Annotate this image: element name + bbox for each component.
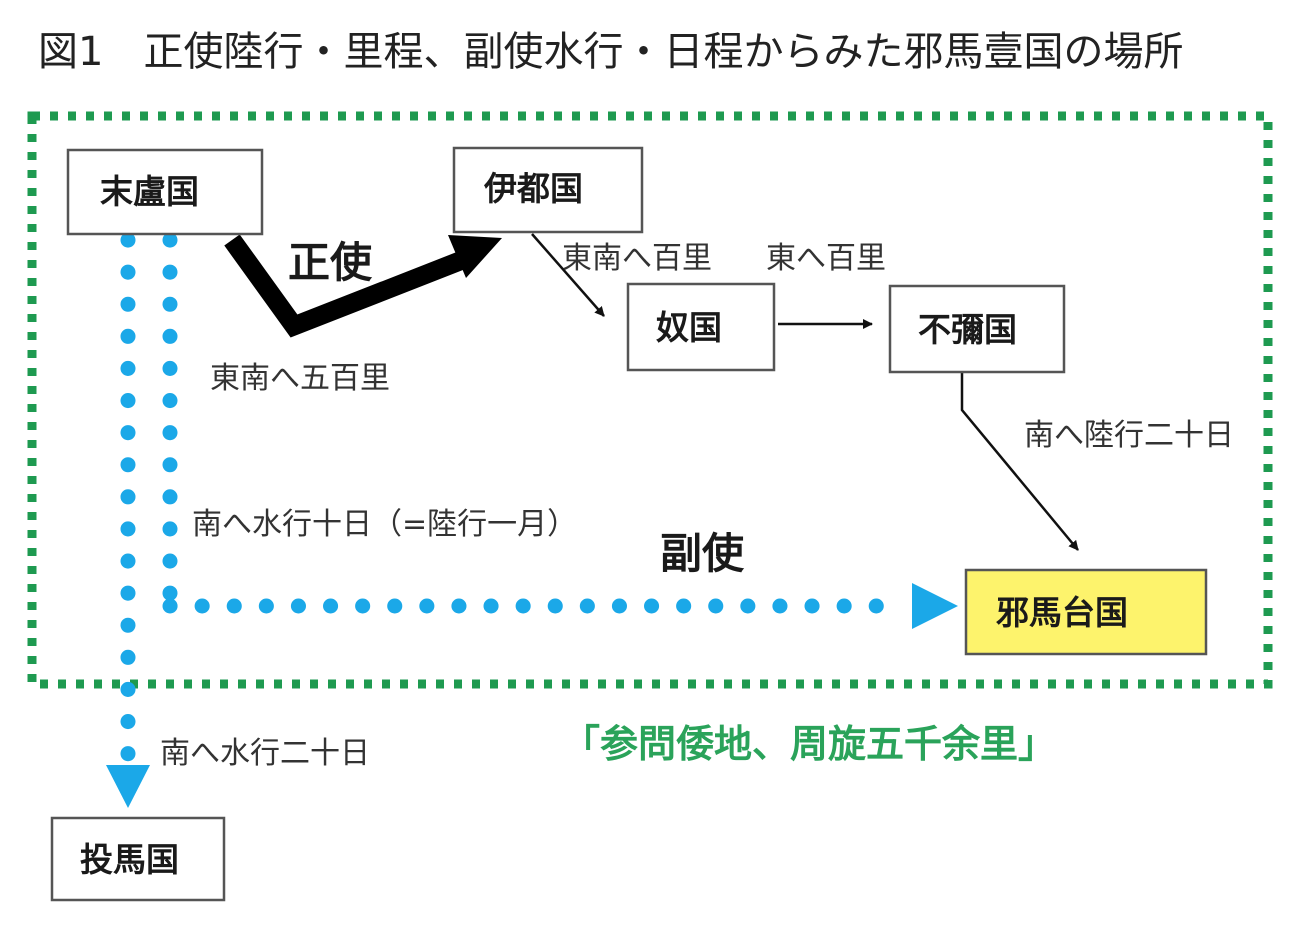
node-ito: 伊都国 — [452, 146, 644, 234]
node-ito-label: 伊都国 — [483, 169, 583, 208]
node-tsuma: 投馬国 — [50, 816, 226, 902]
deputy-envoy-label: 副使 — [660, 529, 745, 578]
node-matsuro-label: 末盧国 — [100, 172, 199, 211]
wa-territory-note: 「参問倭地、周旋五千余里」 — [562, 722, 1056, 766]
figure-title: 図1 正使陸行・里程、副使水行・日程からみた邪馬壹国の場所 — [38, 29, 1183, 75]
route-label-ito-na: 東南へ百里 — [562, 241, 712, 276]
route-label-sea-tsuma: 南へ水行二十日 — [160, 736, 370, 771]
node-fumi-label: 不彌国 — [918, 310, 1017, 349]
chief-envoy-arrowhead — [448, 235, 502, 278]
wa-territory-border — [27, 111, 1273, 689]
node-yamatai-label: 邪馬台国 — [996, 593, 1128, 632]
node-na: 奴国 — [626, 282, 776, 372]
chief-envoy-land-route — [224, 234, 474, 338]
node-tsuma-label: 投馬国 — [80, 840, 179, 879]
route-label-na-fumi: 東へ百里 — [766, 241, 886, 276]
chief-envoy-label: 正使 — [288, 238, 373, 287]
sea-arrowhead-tsuma — [106, 765, 150, 808]
route-label-matsuro-ito: 東南へ五百里 — [210, 361, 390, 396]
route-label-sea-yamatai: 南へ水行十日（=陸行一月） — [192, 507, 577, 542]
node-yamatai: 邪馬台国 — [964, 568, 1208, 656]
node-na-label: 奴国 — [656, 308, 722, 347]
sea-arrowhead-yamatai — [912, 583, 958, 629]
route-label-fumi-yamatai: 南へ陸行二十日 — [1024, 418, 1234, 453]
arrow-ito-to-na — [531, 233, 605, 317]
arrow-fumi-to-yamatai — [960, 372, 1079, 551]
node-matsuro: 末盧国 — [66, 148, 264, 236]
node-fumi: 不彌国 — [888, 284, 1066, 374]
